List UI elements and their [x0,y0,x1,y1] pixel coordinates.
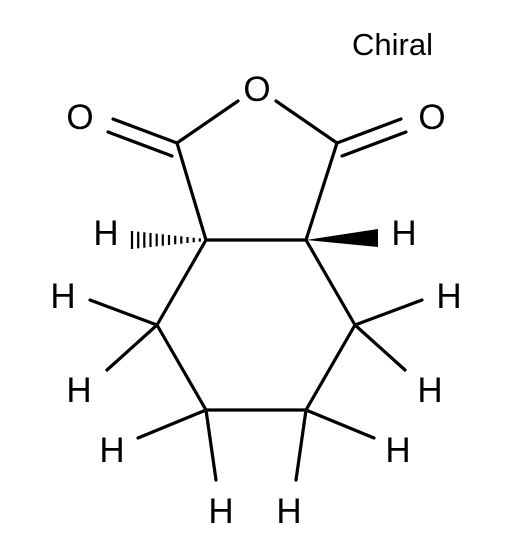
solid-wedge-bond [306,229,378,247]
atom-h-c4-upper: H [50,277,75,316]
bond-c2-o-double-b [340,130,408,158]
bond-c7-h-lower [353,323,407,372]
bond-c6-c7 [304,323,357,412]
bond-c4-h-upper [88,298,159,327]
bond-c4-h-lower [105,323,159,372]
bond-o-c2 [274,99,339,145]
bond-c7-c7a [304,238,357,327]
atom-h-c7a: H [391,214,416,253]
atom-h-c6-right: H [385,431,410,470]
atom-h-c5-down: H [208,492,233,531]
atom-h-c5-left: H [99,431,124,470]
atom-h-c3a: H [93,214,118,253]
bond-c1-o [175,99,240,145]
atom-h-c6-down: H [276,492,301,531]
atom-o-carbonyl-right: O [418,98,445,137]
bond-c7-h-upper [353,298,424,327]
bond-c3a-c4 [155,238,208,327]
bond-c6-h-right [304,408,376,440]
atom-h-c7-upper: H [436,277,461,316]
atom-h-c4-lower: H [66,371,91,410]
bond-c4-c5 [155,323,208,412]
bond-c5-h-left [136,408,208,440]
atom-o-ring: O [243,70,270,109]
chiral-label: Chiral [352,27,433,62]
hashed-wedge-bond [130,231,208,249]
bond-c6-h-down [294,408,308,482]
atom-h-c7-lower: H [417,371,442,410]
bond-c1-o-double-a [111,117,179,145]
bond-c1-c3a [175,141,208,242]
bond-c5-h-down [204,408,218,482]
atom-o-carbonyl-left: O [66,98,93,137]
bond-c2-c7a [304,141,339,242]
bond-c2-o-double-a [335,117,403,145]
bond-c1-o-double-b [106,130,174,158]
